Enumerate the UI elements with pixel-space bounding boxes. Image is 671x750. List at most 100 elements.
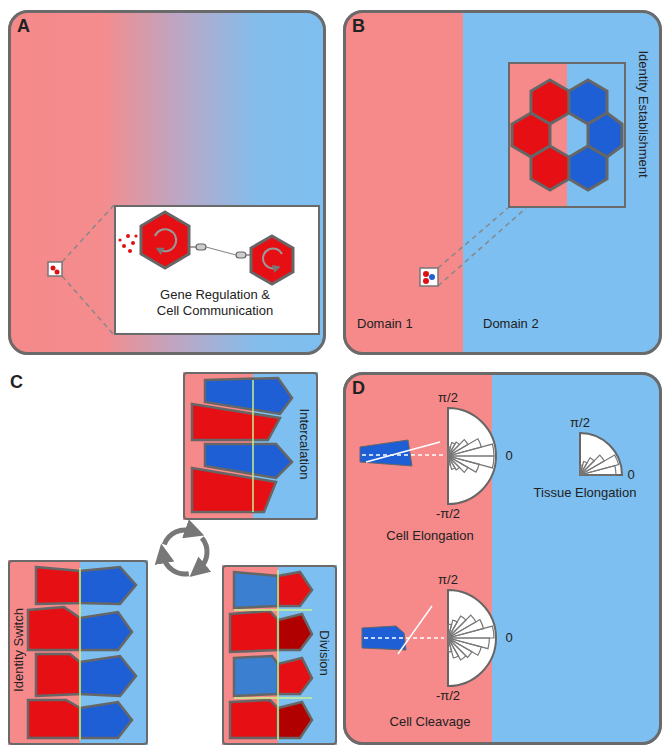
identity-switch-cells: [28, 607, 80, 650]
zoom-square: [423, 278, 429, 284]
division-cells: [234, 697, 312, 699]
identity-switch-cells: [28, 567, 136, 738]
axis-label: π/2: [438, 573, 458, 588]
division-cells: [230, 572, 312, 738]
rose-wedge: [448, 620, 457, 638]
plot-title: Cell Elongation: [386, 529, 473, 544]
rose-wedge: [580, 455, 604, 475]
identity-switch-cells: [80, 560, 148, 745]
rose-wedge: [448, 638, 489, 649]
division-cells: [278, 658, 312, 694]
division-cells: [278, 702, 312, 738]
division-cells: [230, 611, 278, 652]
panel-d-ground: [343, 372, 662, 745]
panel-letter: C: [10, 372, 23, 393]
intercalation-cells: [183, 372, 318, 520]
leader-line: [62, 205, 114, 262]
rose-wedge: [580, 465, 583, 475]
division-cells: [278, 565, 337, 745]
cell-junction: [196, 244, 206, 250]
signal-molecule: [126, 234, 130, 238]
division-cells: [222, 565, 278, 745]
identity-switch-cells: [8, 560, 80, 745]
node-label: Domain 1: [357, 316, 413, 332]
signal-molecule: [131, 241, 135, 245]
zoom-square: [420, 268, 438, 286]
inset-box: Identity Establishment: [508, 62, 626, 208]
division-cells: [234, 570, 312, 740]
intercalation-cells: [252, 380, 254, 512]
zoom-square: [420, 268, 438, 286]
identity-switch-cells: [79, 568, 81, 740]
cell-shape: [360, 440, 444, 654]
panel-letter: A: [17, 16, 30, 38]
division-cells: [234, 609, 312, 611]
zoom-square: [423, 271, 429, 277]
division-cells: [277, 570, 279, 740]
panel-d-ground: [343, 372, 662, 745]
identity-switch-cells: [80, 656, 136, 696]
recycle-symbol: [164, 530, 192, 545]
division-cells: [278, 572, 312, 606]
signal-molecule: [122, 244, 126, 248]
axis-label: 0: [505, 631, 512, 646]
intercalation-cells: [192, 468, 276, 512]
domain-band: Domain 1: [343, 10, 463, 355]
recycle-symbol: [199, 538, 207, 569]
zoom-square: [51, 266, 56, 271]
division-cells: [234, 572, 278, 608]
signal-molecule: [118, 234, 137, 253]
signal-molecule: [134, 234, 137, 237]
rose-wedge: [448, 447, 450, 456]
division-cells: [234, 656, 278, 696]
rotated-label: Identity Switch: [11, 608, 27, 692]
cell-hexagon: [531, 146, 569, 190]
cell-shape: [366, 442, 440, 462]
panel-letter: B: [352, 16, 365, 38]
rose-wedge: [448, 442, 459, 456]
rose-plot: [448, 439, 619, 660]
rose-plot: [448, 408, 622, 686]
cell-shape: [362, 454, 444, 456]
rose-wedge: [448, 616, 466, 638]
intercalation-cells: [252, 380, 254, 512]
cycle-arrow: [155, 229, 176, 251]
identity-switch-cells: [80, 702, 132, 738]
signal-molecule: [128, 249, 132, 253]
cell-junction: [236, 252, 246, 258]
division-cells: [222, 565, 337, 745]
leader-line: [62, 276, 114, 335]
recycle-symbol: [163, 556, 189, 574]
cell-hexagon: [141, 212, 189, 268]
division-cells: [230, 700, 278, 738]
zoom-square: [48, 262, 62, 276]
rose-wedge: [448, 615, 476, 638]
rose-wedge: [448, 440, 468, 456]
cell-hexagon: [251, 236, 293, 284]
node-label: Domain 2: [483, 316, 539, 332]
leader-line: [438, 208, 526, 286]
axis-label: -π/2: [436, 689, 460, 704]
node-label: Gene Regulation & Cell Communication: [150, 287, 280, 318]
recycle-symbol: [163, 530, 207, 574]
rotated-label: Identity Establishment: [635, 50, 651, 177]
process-panel: Identity Switch: [8, 560, 148, 745]
leader-line: [62, 205, 114, 335]
rose-plot: [580, 433, 622, 475]
process-panel: Division: [222, 565, 337, 745]
axis-label: 0: [627, 468, 634, 483]
signal-molecule: [118, 238, 121, 241]
cycle-arrow: [263, 248, 282, 268]
cell-hexagon: [141, 212, 293, 284]
identity-switch-cells: [36, 654, 80, 696]
panel-b-ground: [343, 10, 463, 355]
identity-switch-cells: [80, 612, 132, 650]
intercalation-cells: [192, 378, 292, 512]
cell-junction: [189, 246, 196, 247]
cell-shape: [364, 637, 444, 639]
identity-switch-cells: [8, 560, 148, 745]
rotated-label: Intercalation: [296, 409, 312, 480]
cell-hexagon: [569, 146, 607, 190]
rose-wedge: [448, 456, 479, 472]
